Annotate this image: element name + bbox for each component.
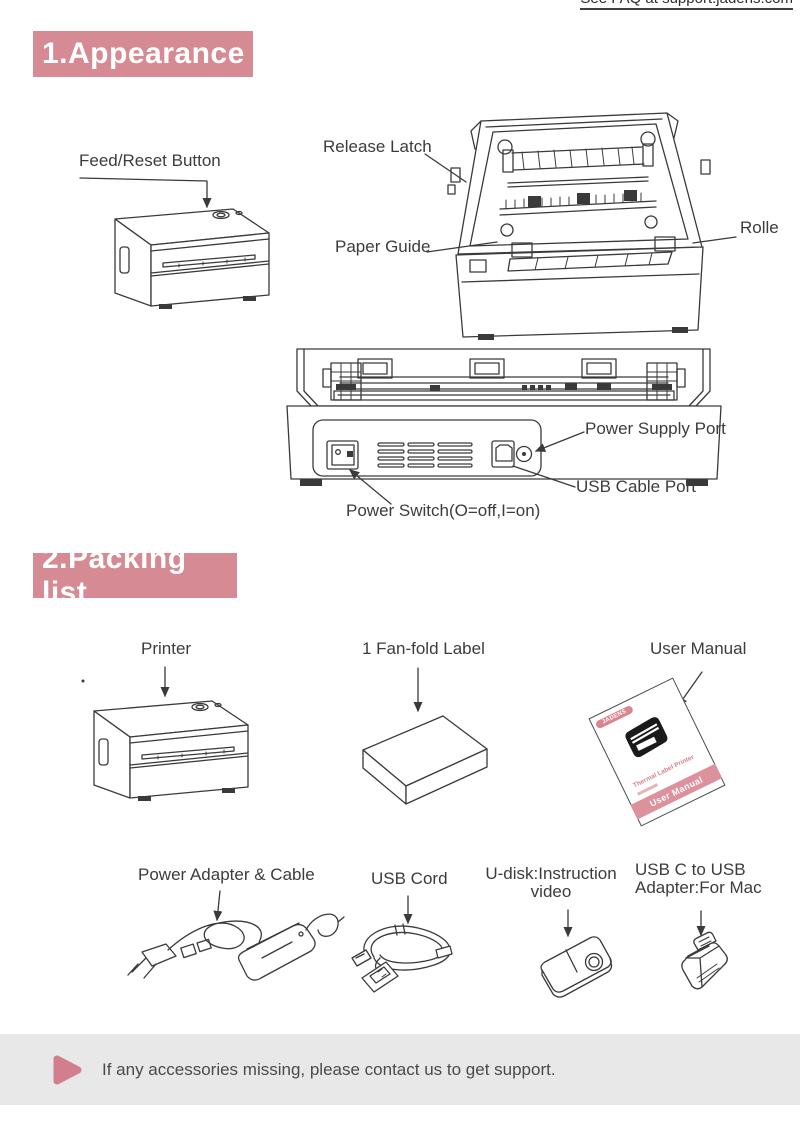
label-usbc-line2: Adapter:For Mac [635, 878, 762, 897]
roller-leader-line [692, 236, 737, 244]
support-faq-link-text: See FAQ at support.jadens.com [580, 0, 793, 7]
usb-cable-leader-line [512, 465, 576, 488]
label-user-manual: User Manual [650, 639, 747, 658]
label-usbc-line1: USB C to USB [635, 860, 746, 879]
power-adapter-arrow [213, 890, 223, 922]
label-power-switch: Power Switch(O=off,I=on) [346, 501, 541, 520]
udisk-drawing [540, 936, 613, 998]
label-roller: Rolle [740, 218, 779, 237]
label-power-supply-port: Power Supply Port [585, 419, 726, 438]
back-view-drawing [286, 348, 722, 486]
label-feed-reset: Feed/Reset Button [79, 151, 221, 170]
booklet-printer-art [625, 717, 668, 758]
user-manual-booklet: JADENS Thermal Label Printer User Manual [588, 677, 726, 827]
packing-printer-drawing [93, 700, 249, 802]
footer-note-text: If any accessories missing, please conta… [102, 1059, 556, 1079]
label-udisk: U-disk:Instruction video [482, 865, 620, 901]
footer-note-bar: If any accessories missing, please conta… [0, 1034, 800, 1105]
label-udisk-line1: U-disk:Instruction [485, 864, 617, 883]
label-usb-cord: USB Cord [371, 869, 448, 888]
support-faq-link[interactable]: See FAQ at support.jadens.com [580, 0, 793, 10]
release-latch-leader-line [424, 153, 467, 183]
closed-printer-drawing [114, 208, 270, 310]
stray-dot [81, 679, 85, 683]
label-printer: Printer [141, 639, 192, 658]
label-usbc: USB C to USB Adapter:For Mac [635, 861, 762, 897]
fanfold-box-drawing [362, 715, 488, 805]
label-release-latch: Release Latch [323, 137, 432, 156]
power-supply-leader-line [534, 431, 585, 452]
usb-cord-drawing [351, 923, 453, 993]
section-title-appearance: 1.Appearance [33, 31, 253, 77]
feed-reset-leader-line [79, 177, 212, 209]
packing-title-text: 2.Packing list [42, 541, 187, 609]
section-title-packing: 2.Packing list [33, 542, 237, 609]
open-printer-drawing [447, 112, 711, 340]
label-fanfold: 1 Fan-fold Label [362, 639, 485, 658]
play-icon [53, 1055, 82, 1084]
label-power-adapter: Power Adapter & Cable [138, 865, 315, 884]
label-usb-cable-port: USB Cable Port [576, 477, 696, 496]
label-udisk-line2: video [530, 882, 572, 901]
paper-guide-leader-line [426, 241, 498, 253]
appearance-title-text: 1.Appearance [42, 37, 245, 70]
usbc-adapter-drawing [681, 931, 728, 990]
label-paper-guide: Paper Guide [335, 237, 431, 256]
power-adapter-drawing [127, 913, 345, 981]
power-switch-leader-line [348, 469, 392, 505]
